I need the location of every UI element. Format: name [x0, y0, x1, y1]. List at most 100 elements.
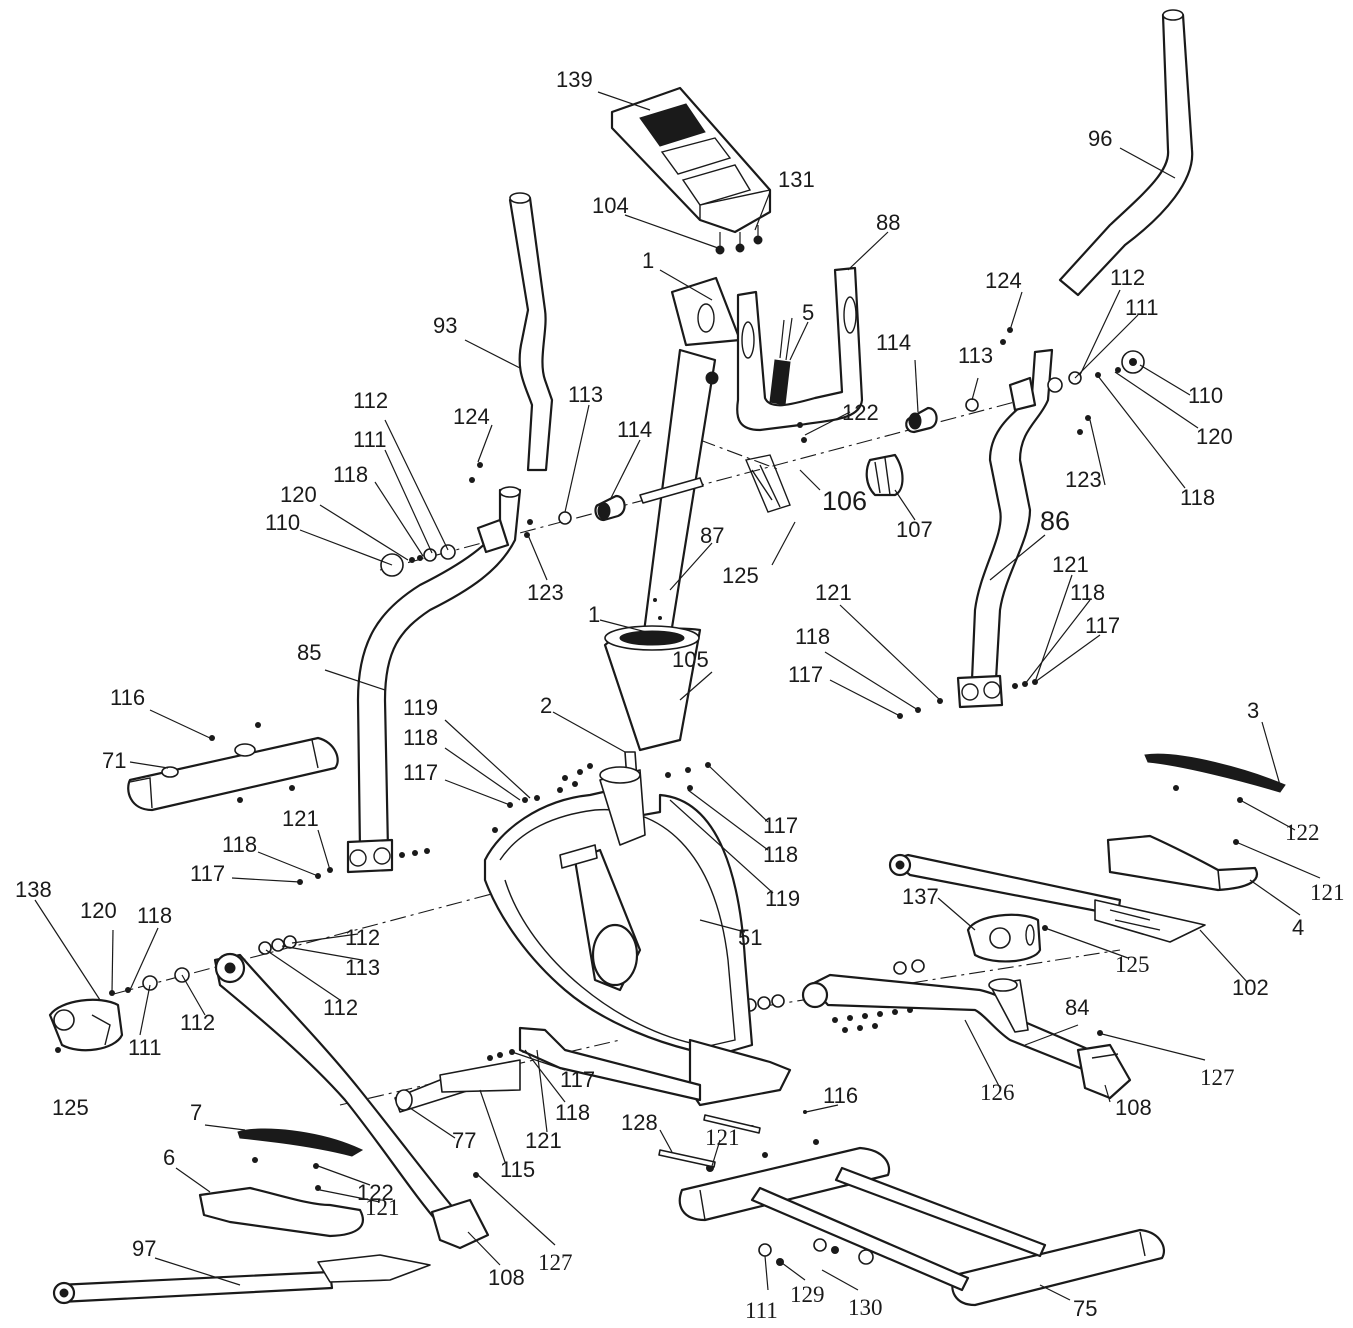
part-label-125-bottom-left: 125: [52, 1095, 89, 1120]
part-label-112-right: 112: [1110, 265, 1145, 290]
part-label-1-bottom: 1: [588, 602, 600, 627]
part-label-93: 93: [433, 313, 457, 338]
part-label-118-housing-right: 118: [763, 842, 798, 867]
part-labels: 139 131 104 96 88 1 1 5 124 124 112 111 …: [15, 67, 1345, 1323]
part-label-111-bottom: 111: [745, 1298, 778, 1323]
part-label-113-right: 113: [958, 343, 993, 368]
right-pedal-part: [1106, 753, 1286, 892]
bracket-part: [745, 454, 791, 513]
part-label-117-left-arm: 117: [190, 861, 225, 886]
part-label-5: 5: [802, 300, 814, 325]
part-label-118-bottom: 118: [555, 1100, 590, 1125]
part-label-120-right: 120: [1196, 424, 1233, 449]
left-pedal-bar-part: [52, 1254, 431, 1305]
part-label-111-right: 111: [1125, 295, 1158, 320]
part-label-77: 77: [452, 1128, 476, 1153]
part-label-116-left: 116: [110, 685, 145, 710]
part-label-121-left-pedal: 121: [365, 1195, 400, 1220]
part-label-105: 105: [672, 647, 709, 672]
part-label-124-right: 124: [985, 268, 1022, 293]
part-label-96: 96: [1088, 126, 1112, 151]
part-label-6: 6: [163, 1145, 175, 1170]
part-label-113-center: 113: [345, 955, 380, 980]
part-label-117-right-arm: 117: [1085, 613, 1120, 638]
left-crank-cover-part: [48, 998, 124, 1052]
part-label-131: 131: [778, 167, 815, 192]
axle-pin-part: [658, 1114, 761, 1168]
part-label-122-right-pedal: 122: [1285, 820, 1320, 845]
part-label-119-left: 119: [403, 695, 438, 720]
part-label-121-right-arm: 121: [1052, 552, 1089, 577]
part-label-119-right: 119: [765, 886, 800, 911]
right-crank-cover-part: [966, 913, 1042, 963]
part-label-51: 51: [738, 925, 762, 950]
part-label-3: 3: [1247, 698, 1259, 723]
part-label-125-top: 125: [722, 563, 759, 588]
part-label-121-lower: 121: [525, 1128, 562, 1153]
part-label-121-right-pedal: 121: [1310, 880, 1345, 905]
rear-stabilizer-frame-part: [678, 1146, 1166, 1307]
bushing-parts: [594, 406, 938, 522]
part-label-125-right: 125: [1115, 952, 1150, 977]
part-label-107: 107: [896, 517, 933, 542]
right-pedal-bar-part: [888, 853, 1206, 943]
part-label-110-right: 110: [1188, 383, 1223, 408]
part-label-117-center: 117: [788, 662, 823, 687]
part-label-130: 130: [848, 1295, 883, 1320]
part-label-71: 71: [102, 748, 126, 773]
part-label-112-bottom-left: 112: [180, 1010, 215, 1035]
console-part: [610, 86, 772, 255]
part-label-122-left-pedal: 122: [357, 1180, 394, 1205]
part-label-111-left: 111: [353, 427, 386, 452]
right-lower-arm-part: [801, 973, 1132, 1100]
part-label-128: 128: [621, 1110, 658, 1135]
part-label-123-right: 123: [1065, 467, 1102, 492]
part-label-129: 129: [790, 1282, 825, 1307]
part-label-121-center: 121: [815, 580, 852, 605]
part-label-102: 102: [1232, 975, 1269, 1000]
part-label-88: 88: [876, 210, 900, 235]
part-label-117-housing-right: 117: [763, 813, 798, 838]
part-label-118-left-top: 118: [333, 462, 368, 487]
part-label-87: 87: [700, 523, 724, 548]
part-label-7: 7: [190, 1100, 202, 1125]
part-label-122-top: 122: [842, 400, 879, 425]
part-label-124-left: 124: [453, 404, 490, 429]
part-label-114-left: 114: [617, 417, 652, 442]
part-label-84: 84: [1065, 995, 1089, 1020]
left-pedal-part: [198, 1128, 364, 1238]
part-label-117-bottom: 117: [560, 1067, 595, 1092]
front-stabilizer-part: [127, 736, 339, 812]
part-label-86: 86: [1040, 506, 1070, 536]
part-label-110-left: 110: [265, 510, 300, 535]
part-label-116-bottom: 116: [823, 1083, 858, 1108]
part-label-85: 85: [297, 640, 321, 665]
part-label-139: 139: [556, 67, 593, 92]
part-label-118-left-arm: 118: [222, 832, 257, 857]
part-label-112-lower: 112: [323, 995, 358, 1020]
part-label-120-left: 120: [280, 482, 317, 507]
part-label-123-left: 123: [527, 580, 564, 605]
leader-lines: [34, 91, 1321, 1301]
left-arm-parts: [346, 192, 554, 874]
part-label-118-housing-left: 118: [403, 725, 438, 750]
part-label-113-left: 113: [568, 382, 603, 407]
part-label-75: 75: [1073, 1296, 1097, 1321]
part-label-117-housing-left: 117: [403, 760, 438, 785]
part-label-112-left: 112: [353, 388, 388, 413]
part-label-1-top: 1: [642, 248, 654, 273]
part-label-2: 2: [540, 693, 552, 718]
part-label-114-right: 114: [876, 330, 911, 355]
part-label-106: 106: [822, 486, 867, 516]
right-arm-parts: [956, 9, 1194, 709]
part-label-97: 97: [132, 1236, 156, 1261]
part-label-138: 138: [15, 877, 52, 902]
part-label-127-left: 127: [538, 1250, 573, 1275]
part-label-111-bottom-left: 111: [128, 1035, 161, 1060]
part-label-120-bottom-left: 120: [80, 898, 117, 923]
part-label-112-center: 112: [345, 925, 380, 950]
part-label-137: 137: [902, 884, 939, 909]
fastener-parts: [55, 327, 1243, 1266]
part-label-121-frame: 121: [705, 1125, 740, 1150]
